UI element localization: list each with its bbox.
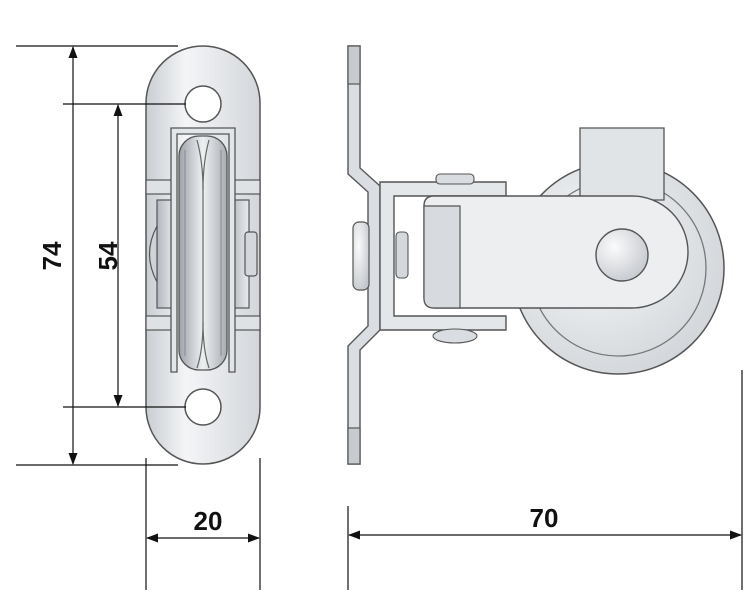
dim-label-54: 54 — [93, 241, 123, 270]
wheel-groove — [196, 139, 204, 369]
axle-right-nut — [244, 231, 258, 277]
bottom-mounting-hole — [184, 388, 222, 426]
front-u-frame — [170, 127, 236, 373]
bracket-top-pin — [435, 173, 475, 185]
dim-label-70: 70 — [530, 503, 559, 533]
front-view — [145, 45, 261, 465]
side-u-bracket — [379, 181, 507, 331]
dim-label-20: 20 — [194, 506, 223, 536]
axle-bolt-head — [595, 228, 649, 282]
side-view — [347, 45, 725, 465]
plate-bolt — [352, 221, 370, 291]
inner-nut — [395, 231, 409, 279]
plate-top-tab — [347, 45, 361, 85]
axle-left-cap — [148, 225, 158, 283]
arm-shadow — [423, 205, 461, 309]
dimension-labels: 74 54 20 70 — [37, 241, 558, 536]
wheel-top-guard — [579, 127, 665, 201]
plate-bottom-tab — [347, 427, 361, 465]
dimensions — [16, 45, 743, 590]
wheel-groove-edge — [202, 139, 210, 369]
bracket-bottom-pin — [432, 328, 478, 344]
top-mounting-hole — [184, 85, 222, 123]
dim-label-74: 74 — [37, 241, 67, 270]
